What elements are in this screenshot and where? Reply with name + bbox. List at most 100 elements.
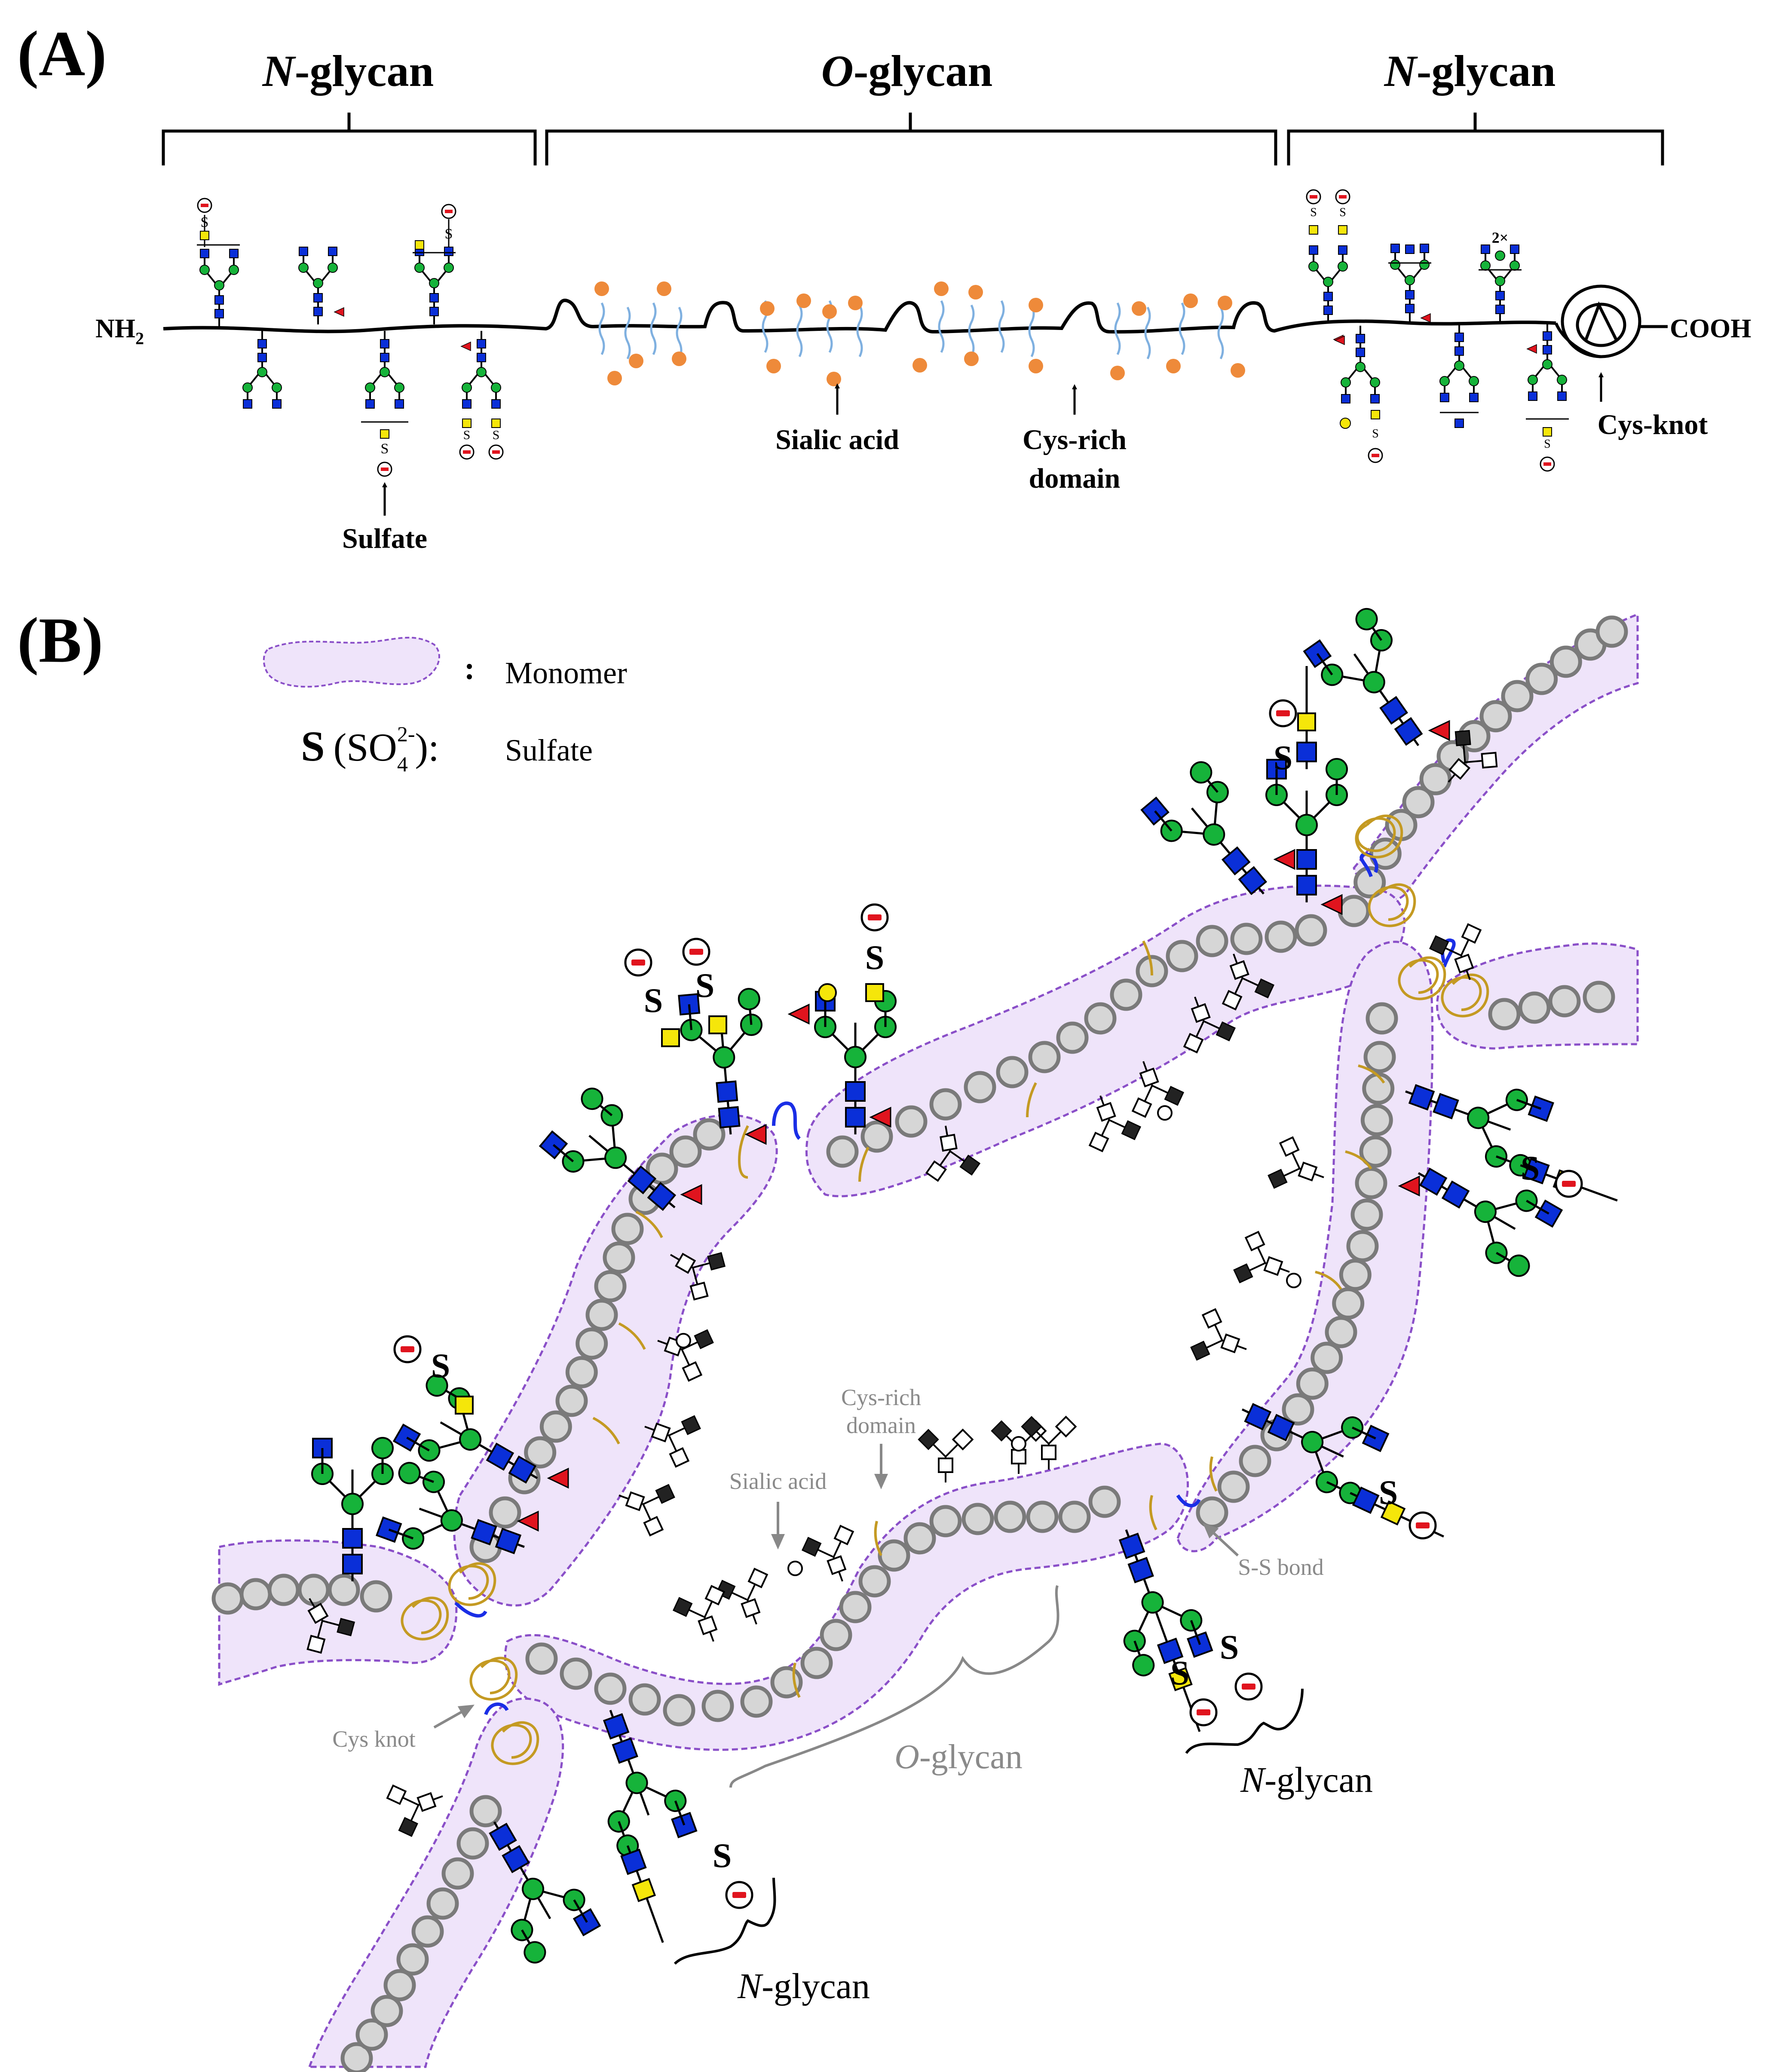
bead: [441, 1857, 474, 1890]
bead: [1525, 663, 1558, 695]
sialic-acid-label-a: Sialic acid: [775, 424, 899, 455]
bead: [1595, 615, 1628, 648]
bead: [1282, 1393, 1314, 1426]
bead: [646, 1152, 678, 1185]
two-x-label: 2×: [1492, 229, 1509, 246]
header-n-glycan-right: N-glycan: [1384, 46, 1556, 96]
n-glycans-right: S S 2× S S: [1306, 189, 1569, 472]
bead: [267, 1574, 300, 1606]
bead: [1359, 1135, 1392, 1168]
bead: [1346, 1230, 1379, 1262]
bead: [860, 1120, 893, 1153]
bead: [565, 1356, 598, 1388]
bead: [1239, 1445, 1271, 1477]
bead: [1366, 1002, 1398, 1035]
bead: [1110, 978, 1142, 1011]
bead: [1402, 786, 1435, 819]
bead: [1196, 925, 1228, 957]
bead: [1339, 1259, 1372, 1291]
bead: [1488, 998, 1521, 1030]
legend-sulfate-label: Sulfate: [505, 733, 593, 767]
bead: [594, 1270, 627, 1302]
n-glycans-b: S S S S S: [312, 605, 1620, 1966]
bead: [560, 1657, 592, 1690]
header-o-glycan: O-glycan: [821, 46, 993, 96]
bead: [1026, 1501, 1059, 1533]
bead: [383, 1969, 416, 2002]
bead: [961, 1503, 994, 1535]
sulfate-s-a4: S: [463, 428, 471, 442]
monomer-left-stub: [218, 1539, 458, 1686]
bead: [576, 1327, 608, 1360]
sulfate-s-a5: S: [493, 428, 500, 442]
bead: [1548, 985, 1581, 1018]
bead: [1353, 866, 1386, 898]
bead: [360, 1580, 392, 1613]
bead: [663, 1694, 695, 1727]
bead: [1265, 920, 1297, 953]
bead: [1338, 895, 1370, 927]
panel-b-label: (B): [17, 605, 103, 676]
bead: [820, 1619, 852, 1651]
bead: [355, 2018, 388, 2051]
bead: [524, 1436, 557, 1469]
cys-knots: [401, 814, 1489, 1765]
sulfate-s-a6: S: [1310, 206, 1317, 219]
bead: [1166, 940, 1198, 972]
bead: [1501, 680, 1534, 712]
cooh-terminus: COOH: [1670, 314, 1751, 343]
bead: [1084, 1002, 1117, 1035]
bead: [603, 1241, 635, 1274]
bead: [411, 1915, 444, 1948]
bead: [539, 1410, 572, 1443]
n-glycan-label-bottom: N-glycan: [737, 1966, 870, 2006]
o-glycan-brace: [729, 1585, 1059, 1788]
bead: [1583, 981, 1615, 1013]
bead: [895, 1105, 928, 1138]
bead: [1230, 923, 1263, 955]
cys-knot-label-b: Cys knot: [332, 1726, 416, 1752]
bead: [594, 1672, 627, 1705]
sulfate-s-b4: S: [865, 939, 885, 977]
sulfate-s-b7: S: [1379, 1474, 1398, 1512]
bead: [1363, 1041, 1396, 1073]
bead: [211, 1582, 244, 1615]
sulfate-s-b9: S: [1220, 1629, 1239, 1666]
o-glycan-region: [594, 281, 1245, 386]
bead: [1217, 1470, 1250, 1503]
bead: [693, 1118, 726, 1151]
bead: [1056, 1021, 1089, 1054]
n-glycan-brace-bottom: [674, 1877, 776, 1965]
ss-bond-arrow: [1203, 1523, 1239, 1557]
n-glycan-label-right: N-glycan: [1240, 1760, 1373, 1800]
bead: [328, 1574, 360, 1606]
monomer-tubes: [218, 613, 1639, 2068]
cys-rich-label-a2: domain: [1029, 463, 1121, 494]
bead: [1088, 1485, 1121, 1518]
sulfate-s-b2: S: [644, 982, 663, 1020]
bead: [297, 1574, 330, 1606]
panel-a-label: (A): [17, 18, 107, 89]
bead: [525, 1642, 558, 1675]
bead: [669, 1135, 702, 1168]
bead: [929, 1088, 962, 1121]
bead: [964, 1071, 996, 1103]
sulfate-s-b1: S: [1274, 739, 1293, 777]
sulfate-s-b6: S: [1521, 1149, 1540, 1187]
bead: [994, 1501, 1026, 1533]
bead: [1350, 1198, 1383, 1231]
bead: [858, 1565, 891, 1598]
protein-backbone: [163, 299, 1556, 334]
bead: [1028, 1041, 1061, 1073]
bead: [585, 1299, 618, 1331]
nh2-terminus: NH2: [95, 314, 144, 348]
bead: [611, 1213, 644, 1245]
panel-b: (B) : Monomer S(SO42-): Sulfate: [17, 605, 1639, 2072]
cys-knot-arrow-b: [433, 1705, 475, 1729]
legend-monomer-label: Monomer: [505, 656, 627, 690]
sulfate-s-a9: S: [1544, 437, 1551, 451]
sulfate-s-b5: S: [431, 1347, 450, 1385]
sulfate-s-a3: S: [381, 441, 389, 457]
monomer-bottom-left: [308, 1697, 564, 2068]
bead: [1332, 1287, 1365, 1320]
